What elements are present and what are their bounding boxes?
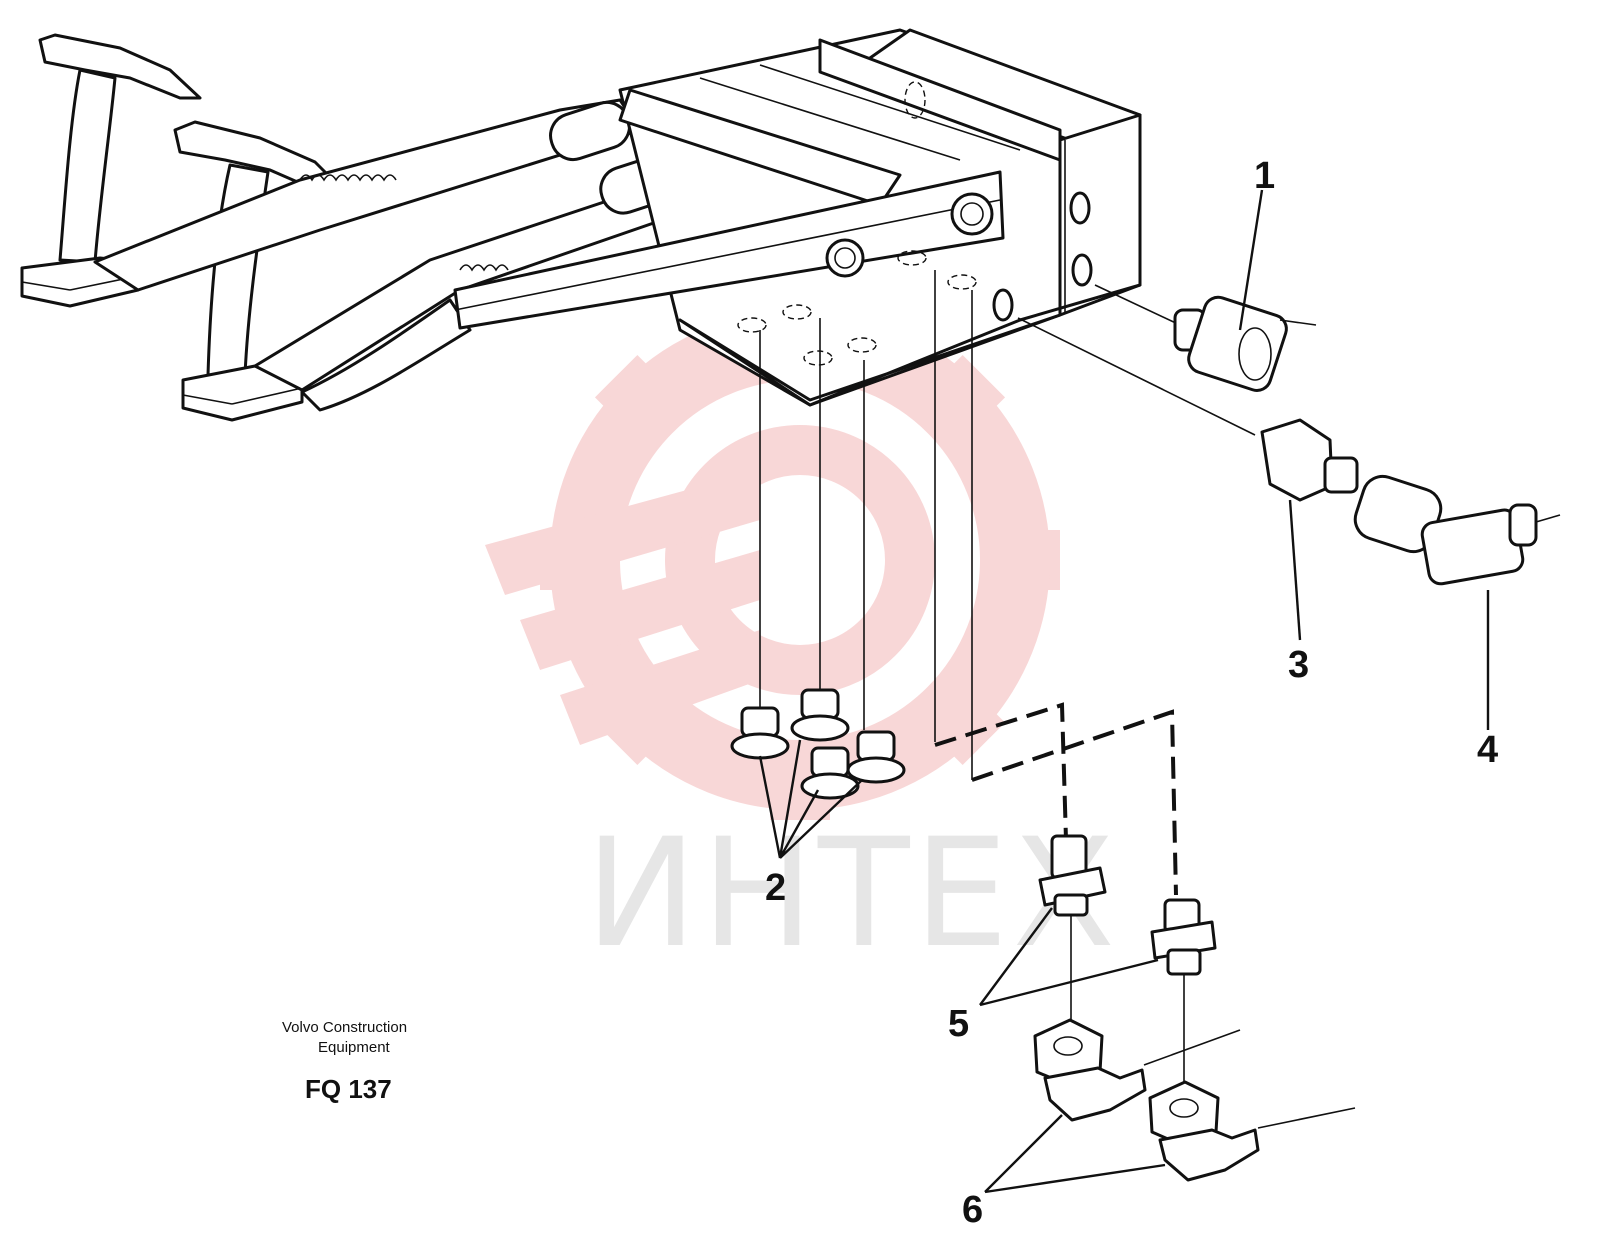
caption-line-1: Volvo Construction — [282, 1019, 407, 1036]
callout-1: 1 — [1254, 155, 1275, 197]
fittings-right — [1017, 284, 1561, 586]
pedal-assembly — [20, 33, 801, 422]
nipple-a — [1038, 834, 1107, 917]
watermark-text: ИНТЕХ — [585, 807, 1119, 981]
part-4-fitting — [1353, 474, 1561, 586]
callout-4: 4 — [1477, 729, 1498, 771]
plug-a — [730, 706, 790, 760]
callout-5: 5 — [948, 1003, 969, 1045]
valve-block — [453, 28, 1142, 407]
caption-line-2: Equipment — [318, 1039, 391, 1056]
diagram-code: FQ 137 — [305, 1074, 392, 1104]
part-3-fitting — [1260, 418, 1359, 502]
elbow-a — [1033, 1018, 1241, 1122]
leader-lines — [758, 189, 1490, 1194]
nipple-b — [1150, 898, 1217, 976]
plug-b — [790, 688, 850, 742]
elbows-group — [1033, 1018, 1356, 1182]
callout-3: 3 — [1288, 644, 1309, 686]
nipples-group — [1038, 834, 1217, 1082]
elbow-b — [1148, 1080, 1356, 1182]
dashed-connections — [934, 702, 1178, 896]
callout-2: 2 — [765, 867, 786, 909]
part-1-fitting — [1173, 295, 1317, 392]
plugs-group — [730, 270, 973, 800]
callout-6: 6 — [962, 1189, 983, 1231]
watermark-logo — [485, 300, 1060, 820]
plug-d — [846, 730, 906, 784]
